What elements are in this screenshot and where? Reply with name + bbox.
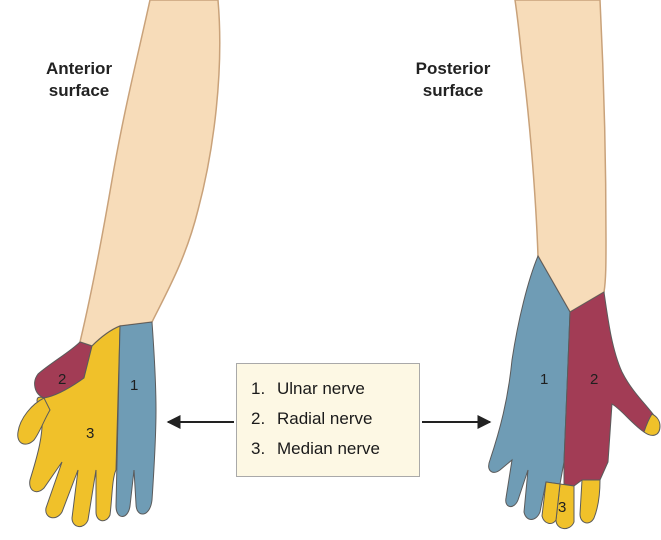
legend-item-ulnar: 1.Ulnar nerve: [251, 374, 419, 404]
legend-label: Median nerve: [277, 439, 380, 458]
legend-number: 3.: [251, 434, 277, 464]
anterior-median-label: 3: [86, 425, 94, 442]
legend-label: Ulnar nerve: [277, 379, 365, 398]
legend-item-radial: 2.Radial nerve: [251, 404, 419, 434]
posterior-ulnar-label: 1: [540, 371, 548, 388]
anterior-ulnar-region: [116, 322, 156, 517]
anterior-title: Anterior surface: [34, 58, 124, 102]
legend-item-median: 3.Median nerve: [251, 434, 419, 464]
legend-label: Radial nerve: [277, 409, 372, 428]
anterior-radial-label: 2: [58, 371, 66, 388]
posterior-forearm: [515, 0, 606, 312]
posterior-radial-label: 2: [590, 371, 598, 388]
anterior-forearm: [80, 0, 220, 346]
posterior-ulnar-region: [489, 256, 570, 520]
anterior-ulnar-label: 1: [130, 377, 138, 394]
legend-box: 1.Ulnar nerve 2.Radial nerve 3.Median ne…: [236, 363, 420, 477]
posterior-title: Posterior surface: [403, 58, 503, 102]
legend-number: 1.: [251, 374, 277, 404]
posterior-title-line2: surface: [403, 80, 503, 102]
legend-number: 2.: [251, 404, 277, 434]
posterior-radial-region: [564, 292, 657, 486]
posterior-median-label: 3: [558, 499, 566, 516]
posterior-arm: 1 2 3: [489, 0, 660, 529]
anterior-title-line2: surface: [34, 80, 124, 102]
posterior-median-tip-index: [580, 480, 600, 523]
posterior-title-line1: Posterior: [403, 58, 503, 80]
anterior-title-line1: Anterior: [34, 58, 124, 80]
